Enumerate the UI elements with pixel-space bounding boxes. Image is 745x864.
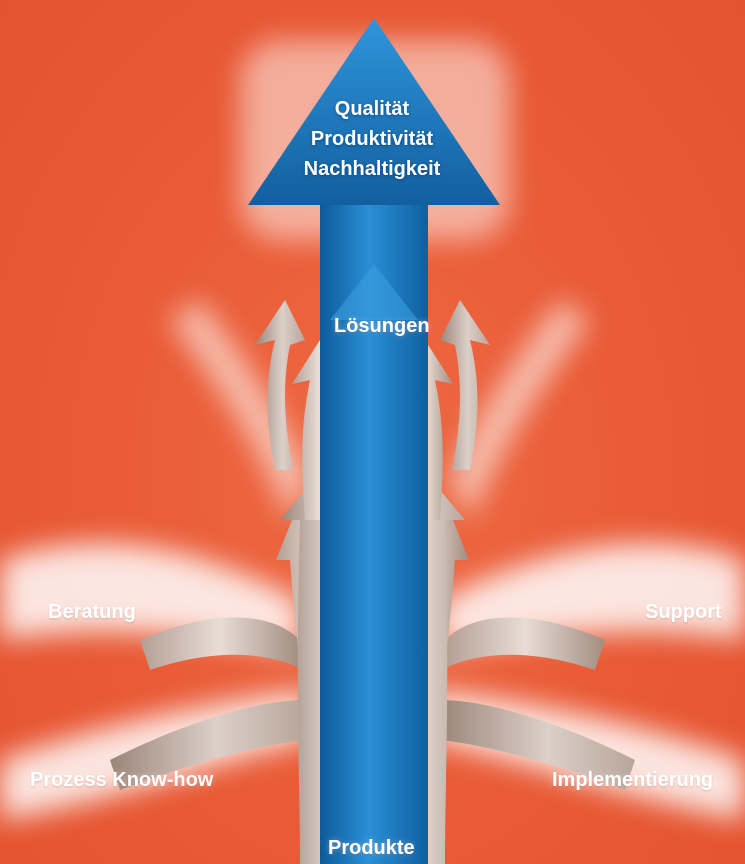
implementation-label: Implementierung <box>552 768 713 792</box>
consulting-label: Beratung <box>48 600 136 624</box>
process-knowhow-label: Prozess Know-how <box>30 768 213 792</box>
goal-item: Qualität <box>272 94 472 124</box>
goal-item: Nachhaltigkeit <box>272 154 472 184</box>
products-label: Produkte <box>328 836 415 860</box>
goal-item: Produktivität <box>272 124 472 154</box>
goal-list: Qualität Produktivität Nachhaltigkeit <box>272 94 472 184</box>
solutions-label: Lösungen <box>334 314 430 338</box>
support-label: Support <box>645 600 722 624</box>
